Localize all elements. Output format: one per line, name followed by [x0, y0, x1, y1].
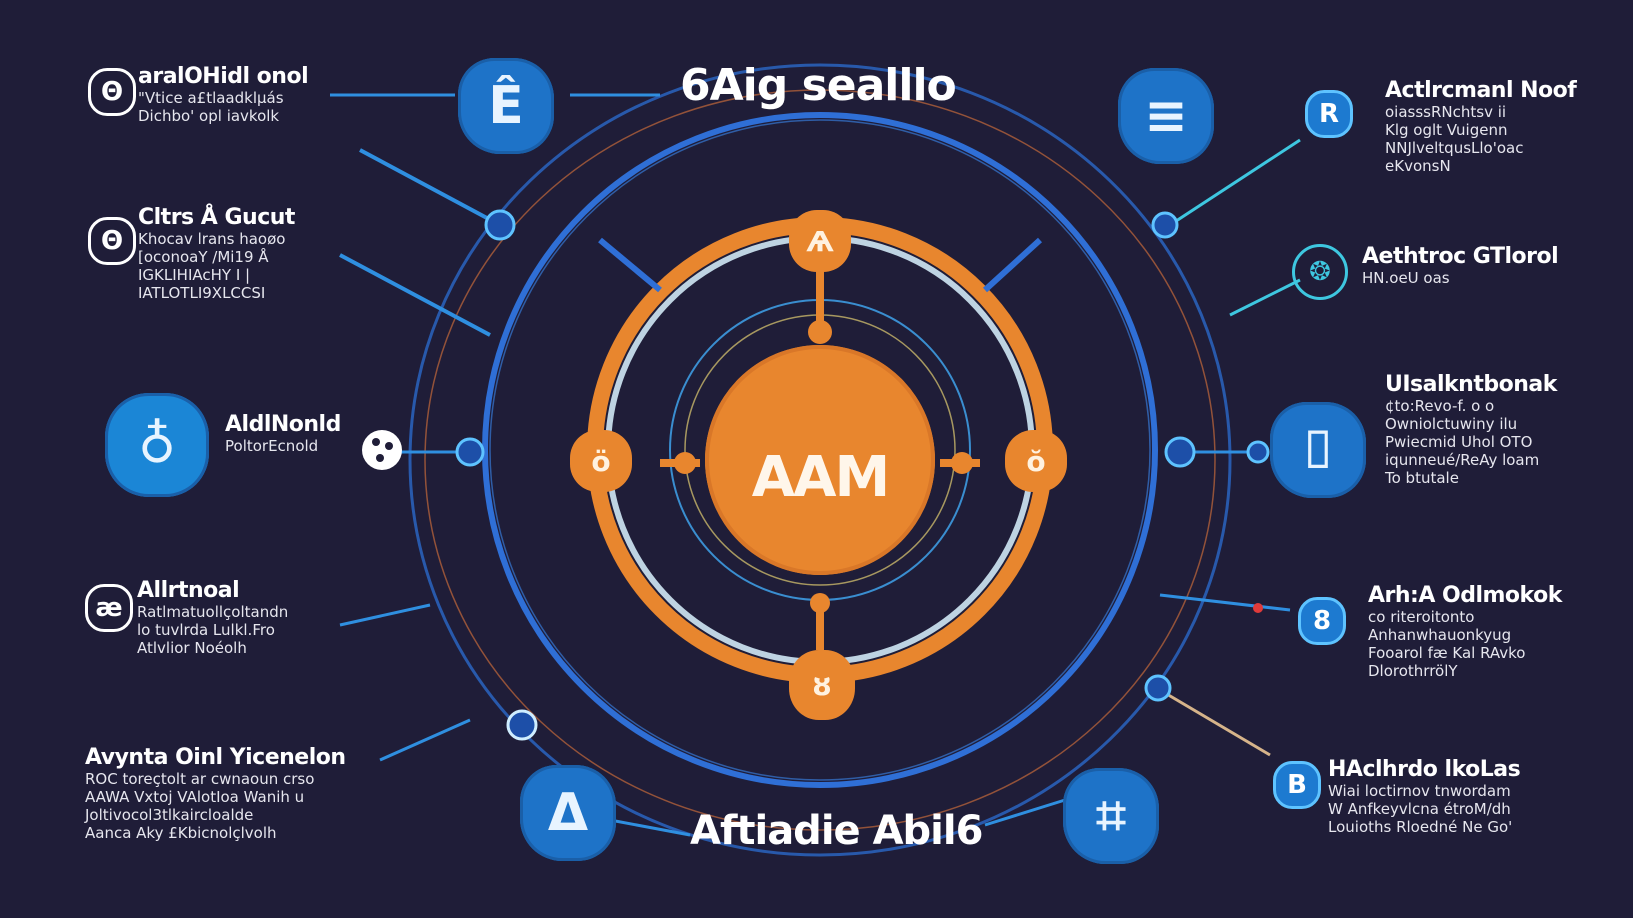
node-heading: AldlNonld [225, 412, 341, 437]
node-heading: Aethtroc GTlorol [1362, 244, 1559, 269]
left-node-1: Θ aralOHidl onol "Vtice a£tlaadklµás Dic… [88, 64, 309, 125]
brain-icon: Θ [88, 217, 136, 265]
swirl-icon: ŏ [1005, 430, 1067, 492]
network-brain-icon: ❂ [1292, 244, 1348, 300]
right-node-5: B HAclhrdo lkoLas Wiai loctirnov tnworda… [1273, 757, 1521, 836]
left-node-2: Θ Cltrs Å Gucut Khocav lrans haoøo [ocon… [88, 205, 295, 302]
document-icon: ⌷ [1270, 402, 1366, 498]
dice-node [362, 430, 402, 470]
robot-icon: æ [85, 584, 133, 632]
right-node-2: ❂ Aethtroc GTlorol HN.oeU oas [1292, 244, 1559, 300]
right-node-4: 8 Arh:A Odlmokok co riteroitonto Anhanwh… [1298, 583, 1562, 680]
right-node-3: UIsalkntbonak ¢to:Revo-f. o o Owniolctuw… [1385, 372, 1557, 487]
b-badge-icon: B [1273, 761, 1321, 809]
r-badge-icon: R [1305, 90, 1353, 138]
server-icon: ≡ [1118, 68, 1214, 164]
outer-blue-ring [482, 112, 1158, 788]
person-icon: ♁ [105, 393, 209, 497]
right-node-1: R Actlrcmanl Noof oiasssRNchtsv ii Klg o… [1305, 78, 1577, 175]
left-node-3: AldlNonld PoltorEcnold [225, 412, 341, 455]
diagram-title-top: 6Aig sealllo [680, 60, 957, 111]
node-heading: Arh:A Odlmokok [1368, 583, 1562, 608]
node-heading: Allrtnoal [137, 578, 240, 603]
rocket-icon: Ѧ [789, 210, 851, 272]
outer-orbit [408, 63, 1232, 857]
grid-icon: ⌗ [1063, 768, 1159, 864]
gear-icon: ȣ [789, 650, 855, 720]
person-profile-icon: Ê [458, 58, 554, 154]
diagram-title-bottom: Aftiadie Abil6 [690, 808, 983, 854]
node-heading: aralOHidl onol [138, 64, 309, 89]
left-node-5: Avynta Oinl Yicenelon ROC toreçtolt ar c… [85, 745, 346, 842]
robot-face-icon: Δ [520, 765, 616, 861]
scroll-icon: 8 [1298, 597, 1346, 645]
node-heading: Actlrcmanl Noof [1385, 78, 1577, 103]
hub-label: AAM [751, 445, 890, 510]
left-node-4: æ Allrtnoal Ratlmatuollçoltandn lo tuvlr… [85, 578, 288, 657]
camera-icon: Θ [88, 68, 136, 116]
paw-icon: ö [570, 430, 632, 492]
node-heading: HAclhrdo lkoLas [1328, 757, 1521, 782]
hub-circle [705, 345, 935, 575]
node-heading: Cltrs Å Gucut [138, 205, 295, 230]
node-heading: UIsalkntbonak [1385, 372, 1557, 397]
node-heading: Avynta Oinl Yicenelon [85, 745, 346, 770]
